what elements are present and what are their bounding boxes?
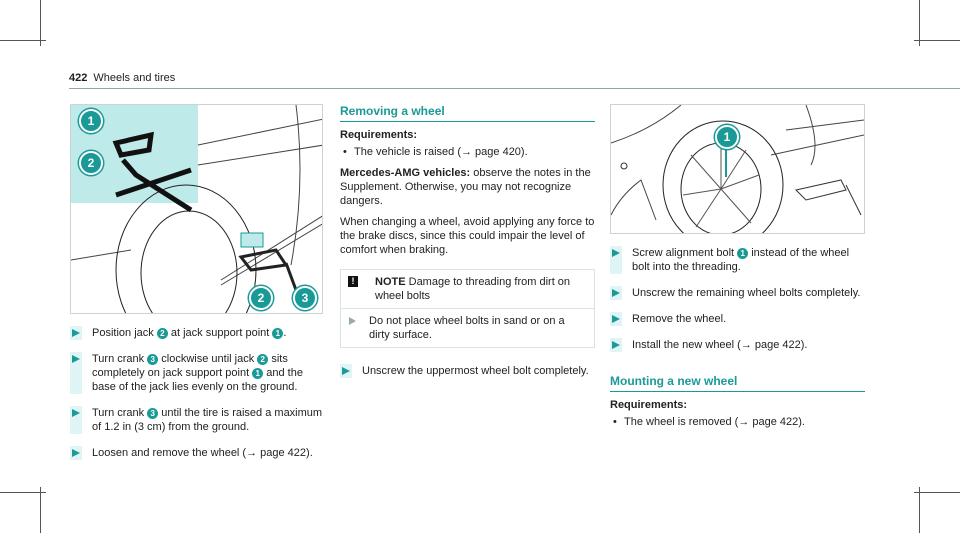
header-rule: [69, 88, 960, 89]
step-text: and the base of the jack lies evenly on …: [92, 367, 303, 393]
step-text: until the tire is raised a maximum of 1.…: [92, 407, 323, 433]
step-arrow-icon: [70, 352, 82, 394]
step-arrow-icon: [610, 338, 622, 352]
callout-2: 2: [249, 286, 273, 310]
step-arrow-icon: [70, 326, 82, 340]
callout-ref: 2: [257, 353, 269, 365]
step-text: instead of the wheel bolt into the threa…: [632, 247, 850, 273]
step-arrow-icon: [610, 312, 622, 326]
callout-3: 3: [293, 286, 317, 310]
callout-ref: 3: [147, 353, 159, 365]
step-text: Loosen and remove the wheel (→ page 422)…: [92, 447, 313, 459]
note-label: NOTE: [375, 276, 406, 288]
requirement-item: The wheel is removed (→ page 422).: [610, 415, 865, 429]
middle-column: Removing a wheel Requirements: The vehic…: [340, 104, 595, 390]
amg-text: observe the notes in the Supplement. Oth…: [340, 167, 591, 207]
step-arrow-icon: [70, 406, 82, 434]
step-text: at jack support point: [167, 327, 273, 339]
callout-ref: 2: [156, 327, 168, 339]
crop-mark: [919, 487, 920, 533]
step-text: Unscrew the remaining wheel bolts comple…: [632, 287, 861, 299]
step: Turn crank 3 until the tire is raised a …: [70, 406, 323, 434]
callout-2: 2: [79, 151, 103, 175]
callout-1: 1: [715, 125, 739, 149]
wheel-bolt-figure: 1: [610, 104, 865, 234]
car-side-illustration: [71, 105, 322, 313]
requirement-item: The vehicle is raised (→ page 420).: [340, 145, 595, 159]
callout-ref: 1: [272, 327, 284, 339]
step-text: sits completely on jack support point: [92, 353, 288, 379]
step-text: Remove the wheel.: [632, 313, 727, 325]
step-text: Unscrew the uppermost wheel bolt complet…: [362, 365, 589, 377]
amg-label: Mercedes-AMG vehicles:: [340, 167, 471, 179]
step: Turn crank 3 clockwise until jack 2 sits…: [70, 352, 323, 394]
note-title: ! NOTE Damage to threading from dirt on w…: [341, 270, 594, 309]
crop-mark: [40, 0, 41, 46]
left-column: 1 2 2 3 Position jack 2 at jack support …: [70, 104, 323, 472]
step: Loosen and remove the wheel (→ page 422)…: [70, 446, 323, 460]
callout-ref: 3: [147, 407, 159, 419]
left-steps: Position jack 2 at jack support point 1.…: [70, 326, 323, 460]
note-box: ! NOTE Damage to threading from dirt on w…: [340, 269, 595, 348]
crop-mark: [914, 40, 960, 41]
step-text: Position jack: [92, 327, 157, 339]
note-text: Damage to threading from dirt on wheel b…: [375, 276, 571, 302]
crop-mark: [0, 492, 46, 493]
callout-ref: 1: [737, 247, 749, 259]
step: Install the new wheel (→ page 422).: [610, 338, 865, 352]
step: Position jack 2 at jack support point 1.: [70, 326, 323, 340]
page-header: 422 Wheels and tires: [69, 71, 175, 85]
section-title: Wheels and tires: [93, 72, 176, 84]
step: Unscrew the uppermost wheel bolt complet…: [340, 364, 595, 378]
step-text: clockwise until jack: [158, 353, 258, 365]
requirements-label: Requirements:: [340, 129, 418, 141]
jack-figure: 1 2 2 3: [70, 104, 323, 314]
step: Remove the wheel.: [610, 312, 865, 326]
right-column: 1 Screw alignment bolt 1 instead of the …: [610, 104, 865, 436]
crop-mark: [40, 487, 41, 533]
wheel-illustration: [611, 105, 864, 233]
step-arrow-icon: [340, 364, 352, 378]
note-instruction: Do not place wheel bolts in sand or on a…: [341, 309, 594, 347]
crop-mark: [0, 40, 46, 41]
step-text: .: [283, 327, 287, 339]
step-arrow-icon: [610, 246, 622, 274]
step: Unscrew the remaining wheel bolts comple…: [610, 286, 865, 300]
section-heading: Removing a wheel: [340, 104, 595, 122]
step-arrow-icon: [70, 446, 82, 460]
step-text: Turn crank: [92, 353, 148, 365]
callout-ref: 1: [252, 367, 264, 379]
crop-mark: [914, 492, 960, 493]
brake-paragraph: When changing a wheel, avoid applying an…: [340, 216, 595, 256]
step-arrow-icon: [610, 286, 622, 300]
step: Screw alignment bolt 1 instead of the wh…: [610, 246, 865, 274]
requirements-label: Requirements:: [610, 399, 688, 411]
step-text: Install the new wheel (→ page 422).: [632, 339, 808, 351]
crop-mark: [919, 0, 920, 46]
warning-icon: !: [348, 276, 358, 287]
section-heading: Mounting a new wheel: [610, 374, 865, 392]
amg-paragraph: Mercedes-AMG vehicles: observe the notes…: [340, 166, 595, 208]
page-number: 422: [69, 72, 88, 84]
callout-1: 1: [79, 109, 103, 133]
step-text: Turn crank: [92, 407, 148, 419]
right-steps: Screw alignment bolt 1 instead of the wh…: [610, 246, 865, 352]
step-text: Screw alignment bolt: [632, 247, 738, 259]
